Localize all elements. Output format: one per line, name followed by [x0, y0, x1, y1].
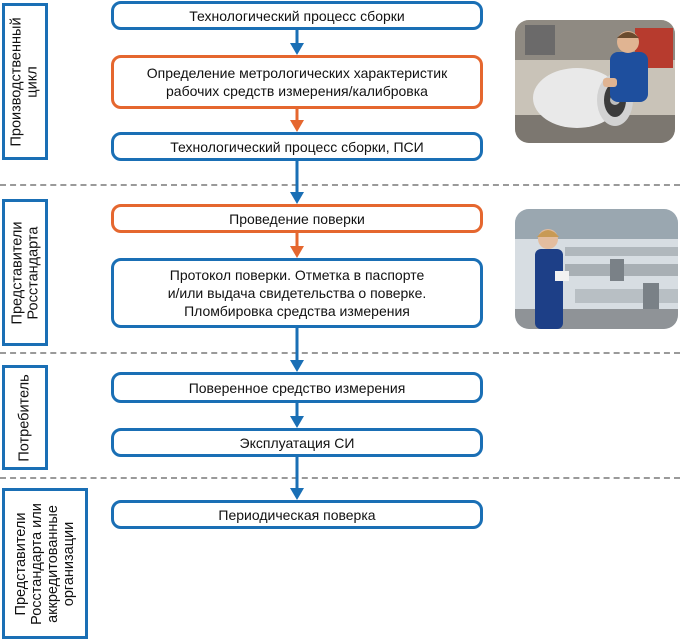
step-text: Определение метрологических характеристи…	[146, 65, 448, 99]
arrow-step4-step5	[290, 233, 304, 258]
lane-label-accredited: Представители Росстандарта или аккредито…	[2, 488, 88, 639]
step-assembly: Технологический процесс сборки	[111, 1, 483, 30]
arrow-step1-step2	[290, 30, 304, 55]
step-text: Периодическая поверка	[218, 506, 376, 523]
lane-label-rosstandart: Представители Росстандарта	[2, 199, 48, 346]
arrow-step2-step3	[290, 109, 304, 132]
worker-assembling-flow-meter-photo	[515, 20, 675, 143]
arrow-step5-step6	[290, 328, 304, 372]
arrow-step3-step4	[290, 161, 304, 204]
step-assembly-psi: Технологический процесс сборки, ПСИ	[111, 132, 483, 161]
lane-label-consumer: Потребитель	[2, 365, 48, 470]
step-text: Проведение поверки	[229, 210, 365, 227]
step-verified-instrument: Поверенное средство измерения	[111, 372, 483, 403]
step-text: Эксплуатация СИ	[239, 434, 355, 451]
step-verification: Проведение поверки	[111, 204, 483, 233]
step-text: Технологический процесс сборки, ПСИ	[170, 138, 424, 155]
step-periodic-verification: Периодическая поверка	[111, 500, 483, 529]
lane-divider	[0, 352, 680, 354]
lane-label-production: Производственный цикл	[2, 3, 48, 160]
step-metrology-calibration: Определение метрологических характеристи…	[111, 55, 483, 109]
arrow-step7-step8	[290, 457, 304, 500]
step-text: Технологический процесс сборки	[189, 7, 405, 24]
engineer-verifying-gas-meter-photo	[515, 209, 678, 329]
lane-divider	[0, 477, 680, 479]
lane-divider	[0, 184, 680, 186]
step-text: Поверенное средство измерения	[188, 379, 406, 396]
step-text: Протокол поверки. Отметка в паспорте и/и…	[167, 267, 427, 319]
step-verification-protocol: Протокол поверки. Отметка в паспорте и/и…	[111, 258, 483, 328]
step-operation: Эксплуатация СИ	[111, 428, 483, 457]
arrow-step6-step7	[290, 403, 304, 428]
